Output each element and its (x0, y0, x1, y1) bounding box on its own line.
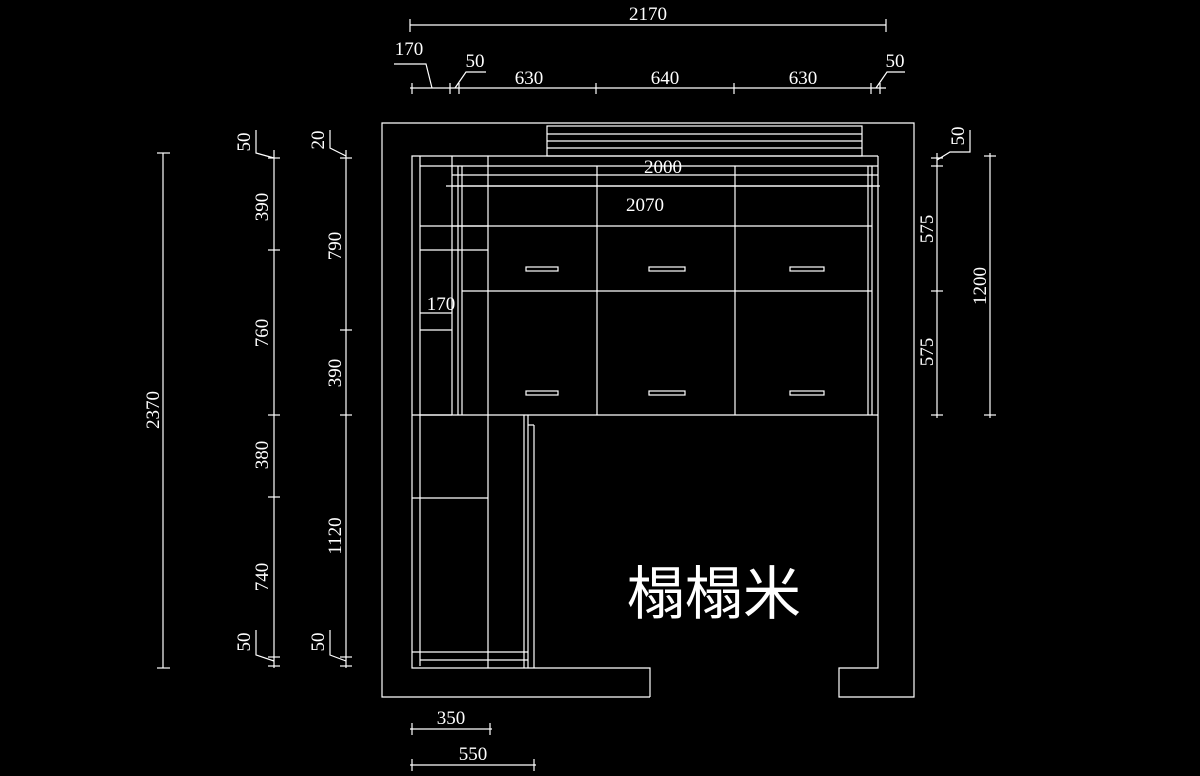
dim-label-left-top-gap: 50 (234, 133, 255, 152)
dim-label-top-right-gap: 50 (886, 51, 905, 72)
dim-label-left-bottom-gap: 50 (234, 633, 255, 652)
dim-label-inner-seg-3: 1120 (325, 517, 346, 554)
dim-leader (255, 130, 275, 159)
dim-leader (394, 63, 433, 89)
dim-label-bottom-seg-2: 550 (459, 744, 488, 765)
dim-leader (329, 630, 347, 662)
cabinet-handle (648, 266, 686, 272)
dim-label-left-total: 2370 (143, 391, 164, 429)
room-label: 榻榻米 (627, 562, 801, 627)
cabinet-handle (648, 390, 686, 396)
cabinet-handle (789, 266, 825, 272)
dim-label-left-seg-2: 760 (252, 319, 273, 348)
cabinet-handle (525, 266, 559, 272)
dim-label-side-shelf: 170 (427, 294, 456, 315)
dim-label-top-total: 2170 (629, 4, 667, 25)
dim-leader (875, 71, 905, 89)
dim-label-left-seg-3: 380 (252, 441, 273, 470)
dim-leader (329, 130, 347, 157)
room-walls (381, 122, 915, 698)
cabinet-handle (525, 390, 559, 396)
cabinet-handle (789, 390, 825, 396)
dim-leader (936, 130, 971, 161)
dim-label-top-seg-2: 640 (651, 68, 680, 89)
dim-leader (454, 71, 486, 89)
dim-label-top-left-gap: 50 (466, 51, 485, 72)
dim-label-bottom-seg-1: 350 (437, 708, 466, 729)
dim-label-top-seg-3: 630 (789, 68, 818, 89)
dim-label-left-seg-1: 390 (252, 193, 273, 222)
dimension-lines (157, 19, 996, 771)
dim-label-top-left-offset: 170 (395, 39, 424, 60)
outer-wall (381, 122, 915, 698)
dim-label-inner-bottom-gap: 50 (308, 633, 329, 652)
dim-leader (255, 630, 275, 662)
dim-label-inner-upper: 2000 (644, 157, 682, 178)
dim-label-right-seg-1: 575 (917, 215, 938, 244)
dim-label-top-seg-1: 630 (515, 68, 544, 89)
dim-label-right-total: 1200 (970, 267, 991, 305)
dimension-labels: 2170 170 50 630 640 630 50 2000 2070 170… (143, 4, 991, 765)
dim-label-left-seg-4: 740 (252, 563, 273, 592)
dim-label-right-top-gap: 50 (948, 127, 969, 146)
dim-label-inner-top-gap: 20 (308, 131, 329, 150)
dim-label-inner-seg-1: 790 (325, 232, 346, 261)
dim-label-inner-lower: 2070 (626, 195, 664, 216)
dim-label-right-seg-2: 575 (917, 338, 938, 367)
dim-label-inner-seg-2: 390 (325, 359, 346, 388)
